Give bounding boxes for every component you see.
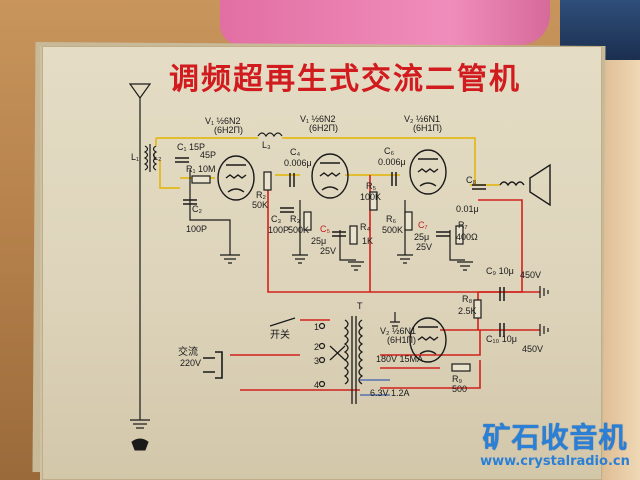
schematic-sheet: [40, 46, 602, 480]
label-r3v: 500K: [288, 225, 309, 235]
tube-v1b-icon: [311, 153, 349, 199]
blue-wiring: [360, 379, 390, 396]
tube-v2a-icon: [409, 149, 447, 195]
label-c10: C₁₀ 10μ: [486, 334, 517, 344]
label-r9: R₉: [452, 374, 462, 384]
label-c8: C₈: [466, 175, 476, 185]
label-p2: 2: [314, 342, 319, 352]
pink-cloth: [220, 0, 550, 45]
label-p1: 1: [314, 322, 319, 332]
resistor-icons: [191, 171, 482, 372]
label-r5: R₅: [366, 181, 376, 191]
ground-icons: [390, 286, 549, 336]
label-c9: C₉ 10μ: [486, 266, 514, 276]
ac-plug-icon: [203, 351, 223, 379]
label-c7vv: 25V: [416, 242, 432, 252]
label-r6: R₆: [386, 214, 396, 224]
tube-label-v1a: V₁ ½6N2: [205, 116, 241, 126]
label-r3: R₃: [290, 214, 300, 224]
antenna-icon: [128, 83, 152, 429]
label-r4: R₄: [360, 222, 370, 232]
label-c2v: 100P: [186, 224, 207, 234]
label-c5: C₅: [320, 224, 330, 234]
label-r7v: 400Ω: [456, 232, 478, 242]
label-c10v: 450V: [522, 344, 543, 354]
tube-label-v2a: V₂ ½6N1: [404, 114, 440, 124]
bottom-plug-icon: [131, 438, 149, 451]
label-p4: 4: [314, 380, 319, 390]
label-c4v: 0.006μ: [284, 158, 312, 168]
label-r5v: 100K: [360, 192, 381, 202]
label-c8v: 0.01μ: [456, 204, 479, 214]
label-l2: L₂: [153, 152, 162, 162]
label-ac: 交流: [178, 345, 198, 358]
label-r9v: 500: [452, 384, 467, 394]
label-c7: C₇: [418, 220, 428, 230]
schematic-title: 调频超再生式交流二管机: [169, 62, 521, 97]
label-r7: R₇: [458, 220, 468, 230]
tube-label-v1b-sub: (6H2Π): [309, 123, 338, 133]
mains-switch-icon: [269, 317, 346, 388]
component-labels: L₁ L₂ L₃ C₁ 15P 45P R₁ 10M C₂ 100P R₂ 50…: [131, 140, 543, 398]
tube-v1a-icon: [217, 155, 255, 201]
label-c6: C₆: [384, 146, 394, 156]
label-fil: 6.3V 1.2A: [370, 388, 410, 398]
input-coils: [143, 132, 283, 172]
label-r4v: 1K: [362, 236, 373, 246]
label-p3: 3: [314, 356, 319, 366]
label-c4: C₄: [290, 147, 300, 157]
label-c6v: 0.006μ: [378, 157, 406, 167]
label-l3: L₃: [262, 140, 271, 150]
transformer-icon: [343, 316, 364, 404]
label-c5v: 25μ: [311, 236, 326, 246]
label-acv: 220V: [180, 358, 201, 368]
tube-label-v1b: V₁ ½6N2: [300, 114, 336, 124]
label-r8v: 2.5K: [458, 306, 477, 316]
label-l1: L₁: [131, 152, 139, 162]
speaker-icon: [499, 163, 551, 207]
label-c3v: 100P: [268, 225, 289, 235]
label-c7v: 25μ: [414, 232, 429, 242]
label-r1: R₁ 10M: [186, 164, 216, 174]
label-t: T: [357, 301, 363, 311]
label-r6v: 500K: [382, 225, 403, 235]
watermark-brand: 矿石收音机: [482, 421, 628, 454]
tube-label-v1a-sub: (6H2Π): [214, 125, 243, 135]
tube-label-v2b: V₂ ½6N1: [380, 326, 416, 336]
label-c1b: 45P: [200, 150, 216, 160]
capacitor-icons: [175, 157, 505, 337]
tube-label-v2b-sub: (6H1Π): [387, 335, 416, 345]
label-c9v: 450V: [520, 270, 541, 280]
label-hv: 180V 15MA: [376, 354, 423, 364]
tube-label-v2a-sub: (6H1Π): [413, 123, 442, 133]
tube-v2b-icon: [409, 317, 447, 363]
label-r8: R₈: [462, 294, 472, 304]
tube-labels: V₁ ½6N2 (6H2Π) V₁ ½6N2 (6H2Π) V₂ ½6N1 (6…: [205, 114, 442, 345]
label-r2: R₂: [256, 190, 266, 200]
label-c2: C₂: [192, 204, 202, 214]
label-r2v: 50K: [252, 200, 268, 210]
watermark: 矿石收音机 www.crystalradio.cn: [470, 416, 640, 469]
label-c3: C₃: [271, 214, 281, 224]
label-c1: C₁ 15P: [177, 142, 205, 152]
label-c5vv: 25V: [320, 246, 336, 256]
watermark-url: www.crystalradio.cn: [480, 454, 630, 469]
label-switch: 开关: [270, 328, 290, 341]
